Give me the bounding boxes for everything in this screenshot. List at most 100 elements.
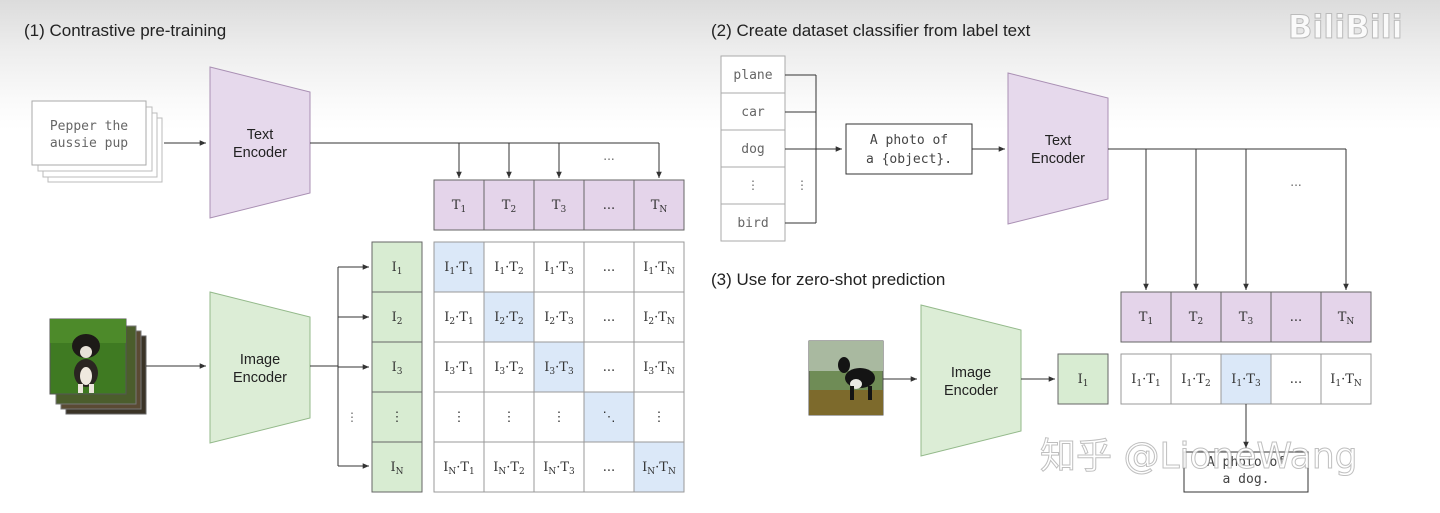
matrix-cell: [433, 341, 485, 393]
image-token-label: I2: [392, 310, 403, 327]
image-encoder-2: Image Encoder: [920, 304, 1022, 457]
zs-score-cell: [1320, 353, 1372, 405]
text-token-label: T3: [552, 198, 567, 215]
section3-title: (3) Use for zero-shot prediction: [711, 270, 945, 289]
svg-text:a dog.: a dog.: [1223, 472, 1270, 487]
text-token-label: ...: [1290, 310, 1302, 325]
matrix-ellipsis: ...: [603, 360, 615, 375]
text-token-label: T1: [1139, 310, 1153, 327]
matrix-vdots: ⋮: [453, 410, 466, 425]
matrix-cell: [483, 441, 535, 493]
zs-image-token-label: I1: [1078, 372, 1089, 389]
text-token-cell: [433, 179, 485, 231]
matrix-vdots: ⋮: [503, 410, 516, 425]
image-token-cell: [371, 391, 423, 443]
matrix-ellipsis: ...: [603, 310, 615, 325]
text-token-label: TN: [1338, 310, 1355, 327]
text-token-cell: [1120, 291, 1172, 343]
text-token-label: T1: [452, 198, 466, 215]
image-token-cell: [371, 341, 423, 393]
label-text: dog: [741, 142, 764, 157]
image-token-label: I1: [392, 260, 403, 277]
image-token-label: I3: [392, 360, 403, 377]
svg-text:⋮: ⋮: [747, 178, 759, 192]
matrix-cell-diagonal: [483, 291, 535, 343]
matrix-vdots: ⋮: [653, 410, 666, 425]
matrix-score: I2·T3: [544, 310, 574, 327]
svg-text:Encoder: Encoder: [233, 145, 287, 161]
matrix-score: I3·T2: [494, 360, 523, 377]
matrix-score: IN·T2: [493, 460, 525, 477]
matrix-cell: [483, 241, 535, 293]
prediction-box: A photo of a dog.: [1183, 451, 1309, 493]
text-token-cell: [533, 179, 585, 231]
matrix-cell: [433, 391, 485, 443]
matrix-cell: [433, 441, 485, 493]
svg-text:Image: Image: [951, 365, 991, 381]
text-token-cell: [633, 179, 685, 231]
text-token-label: TN: [651, 198, 668, 215]
matrix-cell: [633, 241, 685, 293]
svg-text:⋮: ⋮: [796, 178, 808, 192]
label-cell: [720, 203, 786, 242]
text-token-label: ...: [603, 198, 615, 213]
matrix-cell: [483, 391, 535, 443]
text-token-row: T1 T2 T3... TN: [433, 179, 685, 231]
label-cell: [720, 166, 786, 205]
svg-text:Encoder: Encoder: [1031, 151, 1085, 167]
matrix-cell: [583, 441, 635, 493]
text-token-label: T2: [502, 198, 516, 215]
matrix-score: I2·T1: [444, 310, 473, 327]
matrix-cell: [633, 291, 685, 343]
image-token-cell: [371, 441, 423, 493]
zero-shot-image: [808, 340, 884, 416]
matrix-score: IN·T1: [443, 460, 475, 477]
vdots: ⋮: [346, 410, 358, 424]
zs-ellipsis: ...: [1290, 372, 1302, 387]
label-text: bird: [737, 216, 768, 231]
zs-score: I1·T3: [1231, 372, 1261, 389]
matrix-ellipsis: ...: [603, 460, 615, 475]
zhihu-watermark: 知乎 @LioneWang: [1040, 436, 1358, 477]
input-text-stack: Pepper the aussie pup: [31, 100, 163, 183]
label-text: car: [741, 105, 765, 120]
image-token-label: ⋮: [391, 410, 404, 425]
text-token-cell: [583, 179, 635, 231]
zs-image-token-cell: [1057, 353, 1109, 405]
zs-score: I1·TN: [1330, 372, 1362, 389]
text-encoder-1: Text Encoder: [209, 66, 311, 219]
svg-text:...: ...: [1290, 175, 1301, 189]
matrix-score: IN·T3: [543, 460, 575, 477]
label-text: plane: [733, 68, 772, 83]
matrix-cell: [533, 291, 585, 343]
section2-title: (2) Create dataset classifier from label…: [711, 21, 1031, 40]
svg-text:Encoder: Encoder: [233, 370, 287, 386]
svg-text:Text: Text: [1045, 133, 1072, 149]
matrix-vdots: ⋮: [553, 410, 566, 425]
text-token-cell: [1170, 291, 1222, 343]
matrix-ddots: ⋱: [603, 410, 616, 425]
matrix-score: I3·T1: [444, 360, 473, 377]
input-image-stack: [49, 318, 147, 415]
zero-shot-image-token: I1: [1057, 353, 1109, 405]
text-token-cell: [1320, 291, 1372, 343]
zs-score: I1·T1: [1131, 372, 1160, 389]
svg-text:Image: Image: [240, 352, 280, 368]
svg-text:a {object}.: a {object}.: [866, 152, 952, 167]
matrix-ellipsis: ...: [603, 260, 615, 275]
text-token-cell: [1220, 291, 1272, 343]
zs-score-cell: [1120, 353, 1172, 405]
matrix-score: I1·T3: [544, 260, 574, 277]
matrix-score: IN·TN: [642, 460, 676, 477]
matrix-cell: [633, 391, 685, 443]
matrix-score: I1·T2: [494, 260, 523, 277]
label-list: plane car dog bird: [720, 55, 786, 242]
matrix-score: I2·T2: [494, 310, 523, 327]
zs-score-cell: [1270, 353, 1322, 405]
zs-score: I1·T2: [1181, 372, 1210, 389]
image-token-label: IN: [390, 460, 403, 477]
label-cell: [720, 55, 786, 94]
matrix-cell: [533, 241, 585, 293]
